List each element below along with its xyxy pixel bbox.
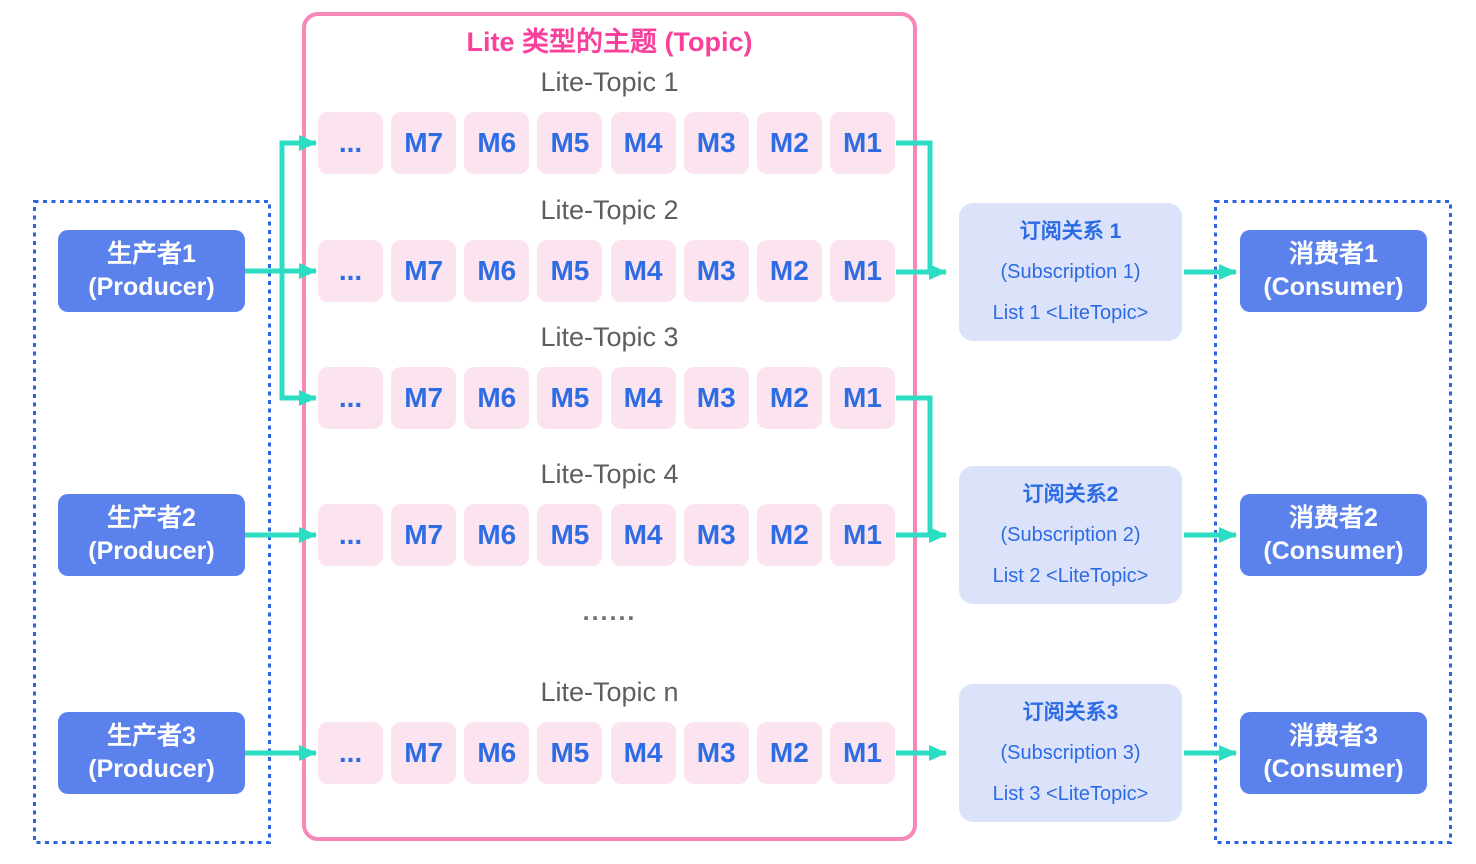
topic-label: Lite-Topic 1 bbox=[540, 67, 679, 97]
message-cell: M6 bbox=[464, 367, 530, 429]
consumer-node: 消费者3 (Consumer) bbox=[1240, 712, 1427, 794]
message-cell: M7 bbox=[391, 367, 457, 429]
topic-block: Lite-Topic 4 ... M7 M6 M5 M4 bbox=[306, 456, 913, 566]
message-cell: M7 bbox=[391, 112, 457, 174]
topic-block: Lite-Topic 1 ... M7 M6 M5 M4 bbox=[306, 64, 913, 174]
message-cell: M7 bbox=[391, 504, 457, 566]
message-queue-row: ... M7 M6 M5 M4 M3 M2 bbox=[318, 112, 895, 174]
consumer-subtitle: (Consumer) bbox=[1263, 537, 1404, 565]
topic-block: Lite-Topic 3 ... M7 M6 M5 M4 bbox=[306, 319, 913, 429]
topic-block: Lite-Topic n ... M7 M6 M5 M4 bbox=[306, 674, 913, 784]
consumer-node: 消费者1 (Consumer) bbox=[1240, 230, 1427, 312]
message-cell: ... bbox=[318, 240, 383, 302]
producer-node: 生产者2 (Producer) bbox=[58, 494, 245, 576]
subscription-list: List 1 <LiteTopic> bbox=[992, 301, 1149, 324]
message-cell: ... bbox=[318, 112, 383, 174]
producer-subtitle: (Producer) bbox=[88, 273, 215, 301]
topic-block: Lite-Topic 2 ... M7 M6 M5 M4 bbox=[306, 192, 913, 302]
message-cell: M7 bbox=[391, 240, 457, 302]
consumer-name: 消费者1 bbox=[1289, 240, 1378, 268]
subscription-name: 订阅关系2 bbox=[1022, 482, 1119, 506]
message-cell: M3 bbox=[683, 240, 749, 302]
message-cell: ... bbox=[318, 504, 383, 566]
topic-label: Lite-Topic 4 bbox=[540, 459, 679, 489]
consumer-subtitle: (Consumer) bbox=[1263, 273, 1404, 301]
producer-node: 生产者3 (Producer) bbox=[58, 712, 245, 794]
subscription-node: 订阅关系 1 (Subscription 1) List 1 <LiteTopi… bbox=[959, 203, 1182, 341]
producer-name: 生产者2 bbox=[107, 504, 196, 532]
message-cell: M2 bbox=[756, 722, 822, 784]
message-cell: M1 bbox=[829, 112, 895, 174]
message-queue-row: ... M7 M6 M5 M4 M3 M2 bbox=[318, 240, 895, 302]
message-cell: M4 bbox=[610, 722, 676, 784]
message-cell: M5 bbox=[537, 367, 603, 429]
message-cell: M1 bbox=[829, 504, 895, 566]
lite-topic-panel: Lite 类型的主题 (Topic) Lite-Topic 1 ... M7 M… bbox=[302, 12, 917, 841]
subscription-node: 订阅关系3 (Subscription 3) List 3 <LiteTopic… bbox=[959, 684, 1182, 822]
message-cell: M5 bbox=[537, 722, 603, 784]
message-cell: M1 bbox=[829, 240, 895, 302]
producer-name: 生产者1 bbox=[107, 240, 196, 268]
message-cell: ... bbox=[318, 367, 383, 429]
message-cell: M6 bbox=[464, 722, 530, 784]
message-cell: M6 bbox=[464, 240, 530, 302]
subscription-list: List 2 <LiteTopic> bbox=[992, 564, 1149, 587]
message-cell: M6 bbox=[464, 504, 530, 566]
topic-label: Lite-Topic n bbox=[540, 677, 679, 707]
message-queue-row: ... M7 M6 M5 M4 M3 M2 bbox=[318, 504, 895, 566]
topic-label: Lite-Topic 3 bbox=[540, 322, 679, 352]
message-cell: M5 bbox=[537, 240, 603, 302]
message-cell: M1 bbox=[829, 722, 895, 784]
topics-list: Lite-Topic 1 ... M7 M6 M5 M4 bbox=[306, 16, 913, 837]
message-cell: M2 bbox=[756, 112, 822, 174]
message-cell: M5 bbox=[537, 504, 603, 566]
panel-title: Lite 类型的主题 (Topic) bbox=[466, 27, 753, 57]
message-cell: M4 bbox=[610, 112, 676, 174]
consumer-subtitle: (Consumer) bbox=[1263, 755, 1404, 783]
message-cell: M4 bbox=[610, 504, 676, 566]
message-cell: M2 bbox=[756, 240, 822, 302]
subscription-subtitle: (Subscription 2) bbox=[1000, 523, 1141, 546]
message-cell: M2 bbox=[756, 367, 822, 429]
message-cell: M3 bbox=[683, 112, 749, 174]
message-cell: M4 bbox=[610, 240, 676, 302]
consumer-name: 消费者2 bbox=[1289, 504, 1378, 532]
consumer-node: 消费者2 (Consumer) bbox=[1240, 494, 1427, 576]
topics-ellipsis: ...... bbox=[582, 598, 637, 626]
message-cell: M2 bbox=[756, 504, 822, 566]
producer-subtitle: (Producer) bbox=[88, 537, 215, 565]
message-cell: M3 bbox=[683, 722, 749, 784]
message-cell: M4 bbox=[610, 367, 676, 429]
message-cell: M1 bbox=[829, 367, 895, 429]
producer-name: 生产者3 bbox=[107, 722, 196, 750]
subscription-list: List 3 <LiteTopic> bbox=[992, 782, 1149, 805]
subscription-name: 订阅关系3 bbox=[1022, 700, 1119, 724]
subscription-node: 订阅关系2 (Subscription 2) List 2 <LiteTopic… bbox=[959, 466, 1182, 604]
message-queue-row: ... M7 M6 M5 M4 M3 M2 bbox=[318, 722, 895, 784]
topic-label: Lite-Topic 2 bbox=[540, 195, 679, 225]
message-cell: M5 bbox=[537, 112, 603, 174]
message-cell: M3 bbox=[683, 367, 749, 429]
subscription-subtitle: (Subscription 3) bbox=[1000, 741, 1141, 764]
producer-node: 生产者1 (Producer) bbox=[58, 230, 245, 312]
subscription-name: 订阅关系 1 bbox=[1019, 219, 1122, 243]
subscription-subtitle: (Subscription 1) bbox=[1000, 260, 1141, 283]
message-cell: M7 bbox=[391, 722, 457, 784]
producer-subtitle: (Producer) bbox=[88, 755, 215, 783]
message-cell: M3 bbox=[683, 504, 749, 566]
consumer-name: 消费者3 bbox=[1289, 722, 1378, 750]
message-queue-row: ... M7 M6 M5 M4 M3 M2 bbox=[318, 367, 895, 429]
message-cell: M6 bbox=[464, 112, 530, 174]
message-cell: ... bbox=[318, 722, 383, 784]
